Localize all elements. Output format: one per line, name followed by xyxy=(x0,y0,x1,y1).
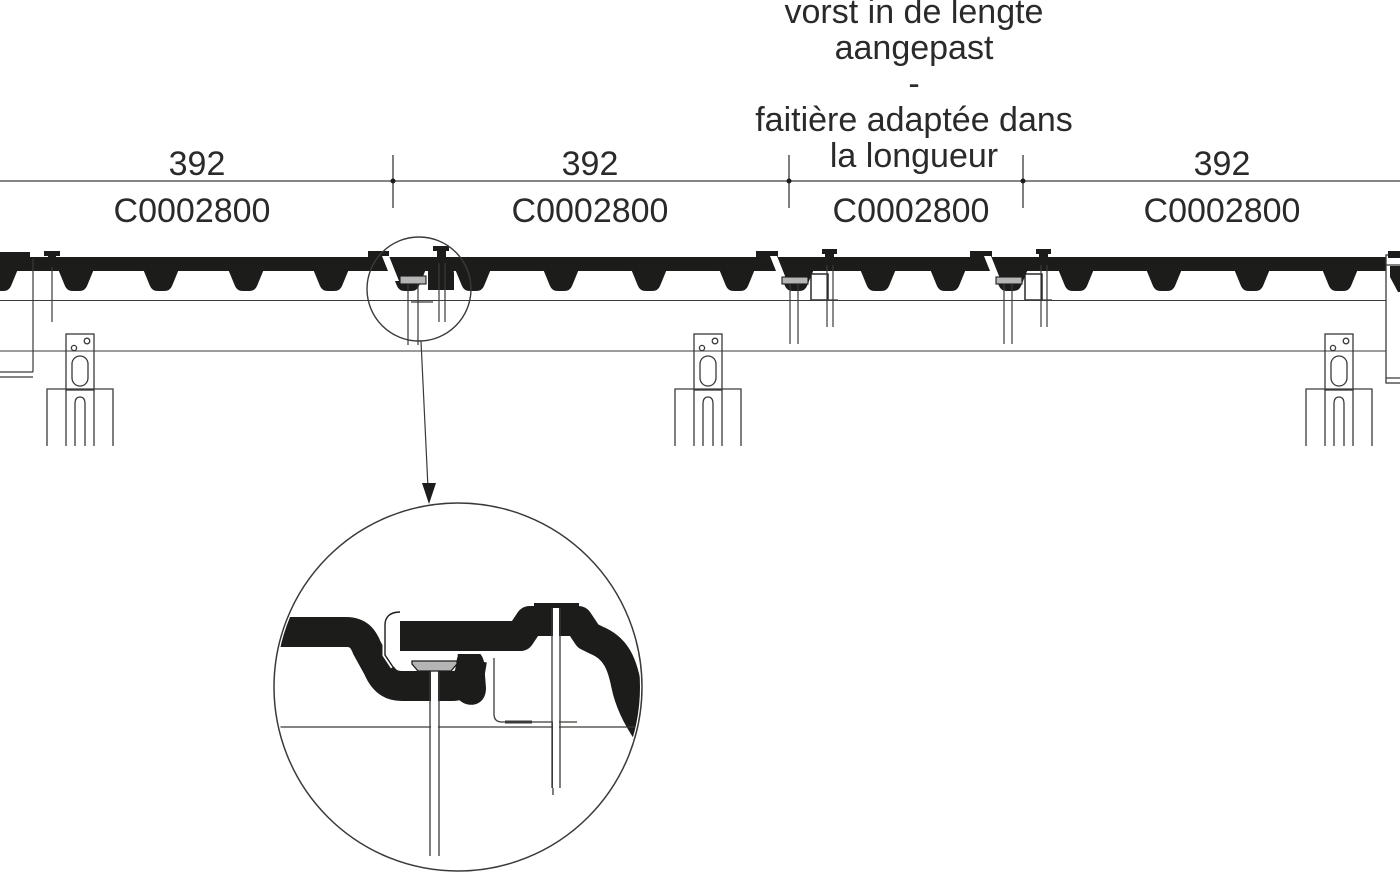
detail-seam-fold xyxy=(455,648,486,705)
batten-line xyxy=(0,299,1400,352)
article-code-4: C0002800 xyxy=(1143,192,1301,230)
dimension-length-4: 392 xyxy=(1193,145,1251,183)
fastener-screw xyxy=(44,251,60,322)
support-bracket xyxy=(674,333,742,446)
article-code-2: C0002800 xyxy=(511,192,669,230)
annotation-line-nl-2: aangepast xyxy=(834,29,994,67)
support-bracket xyxy=(1305,333,1373,446)
dimension-length-2: 392 xyxy=(561,145,619,183)
panel-joint-2 xyxy=(756,249,838,344)
dimension-tick-dot xyxy=(390,178,1026,184)
left-edge-flashing xyxy=(0,251,60,378)
detail-marker-circle xyxy=(366,236,472,342)
annotation-line-fr-2: la longueur xyxy=(829,137,999,175)
profile-ribs xyxy=(0,269,1358,291)
detail-right-sheet xyxy=(400,603,640,758)
annotation-line-nl-1: vorst in de lengte xyxy=(784,0,1044,31)
detail-leader-arrow xyxy=(420,340,436,504)
support-brackets xyxy=(46,333,1373,446)
annotation-separator: - xyxy=(908,65,920,103)
dimension-length-1: 392 xyxy=(168,145,226,183)
detail-screw xyxy=(534,603,579,788)
detail-fold-edge xyxy=(382,609,401,669)
annotation-line-fr-1: faitière adaptée dans xyxy=(755,101,1073,139)
article-code-3: C0002800 xyxy=(832,192,990,230)
fastener-screw xyxy=(433,246,449,322)
fastener-screw xyxy=(1036,249,1051,327)
right-edge-flashing xyxy=(1385,251,1400,384)
detail-view xyxy=(273,502,643,872)
fastener-screw xyxy=(822,249,837,327)
ridge-profile xyxy=(0,257,1400,291)
annotation-text: vorst in de lengte aangepast - faitière … xyxy=(755,0,1073,174)
panel-joint-1 xyxy=(368,246,454,345)
dimension-line xyxy=(0,155,1400,208)
article-code-1: C0002800 xyxy=(113,192,271,230)
support-bracket xyxy=(46,333,114,446)
detail-view-circle xyxy=(273,502,643,872)
detail-washer-screw xyxy=(411,660,458,856)
